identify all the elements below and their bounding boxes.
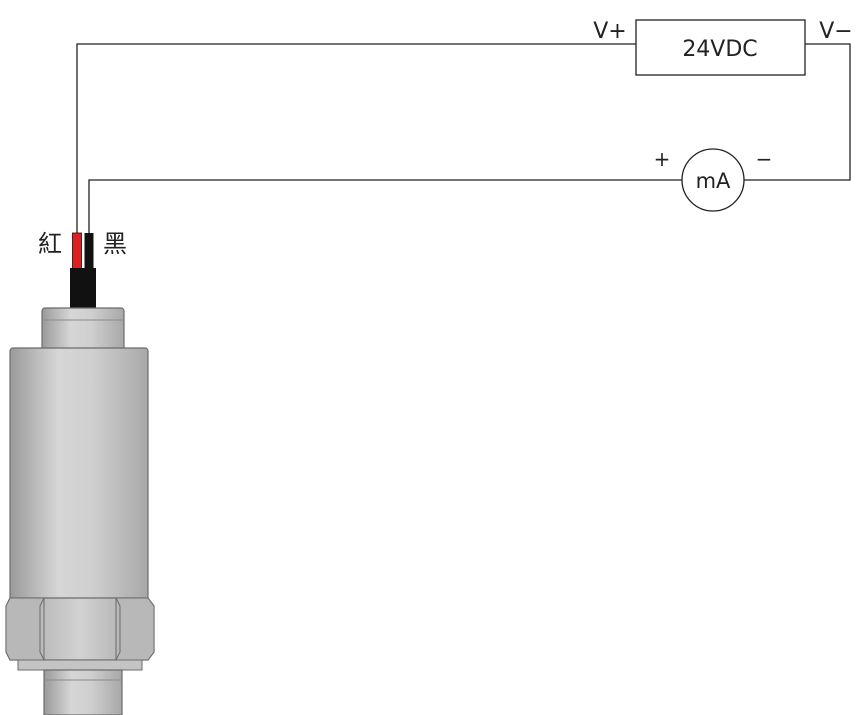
milliammeter: mA + − <box>654 147 773 212</box>
meter-circle <box>681 148 745 212</box>
positive-terminal-label: V+ <box>593 19 626 44</box>
pressure-sensor <box>5 307 155 715</box>
red-wire-lead <box>72 232 82 274</box>
hex-face-left <box>5 597 45 661</box>
power-supply-label: 24VDC <box>682 37 757 62</box>
power-supply-box <box>635 19 806 76</box>
sensor-thread <box>43 669 123 715</box>
sensor-gland <box>41 307 125 351</box>
meter-return-line <box>88 179 682 235</box>
red-wire-label: 紅 <box>38 230 62 258</box>
sensor-body <box>9 347 149 601</box>
negative-terminal-label: V− <box>819 19 852 44</box>
power-supply: 24VDC V+ V− <box>593 19 853 76</box>
wiring-lines <box>76 43 851 235</box>
wire-leads <box>72 232 94 274</box>
sensor-neck <box>17 659 143 671</box>
positive-wire-line <box>76 43 636 235</box>
cable-jacket <box>70 268 96 310</box>
meter-label: mA <box>696 169 731 193</box>
hex-face-right <box>115 597 155 661</box>
supply-negative-line <box>744 43 851 181</box>
meter-positive-label: + <box>654 147 671 171</box>
black-wire-label: 黑 <box>103 230 127 258</box>
meter-negative-label: − <box>756 147 773 171</box>
black-wire-lead <box>84 233 94 273</box>
